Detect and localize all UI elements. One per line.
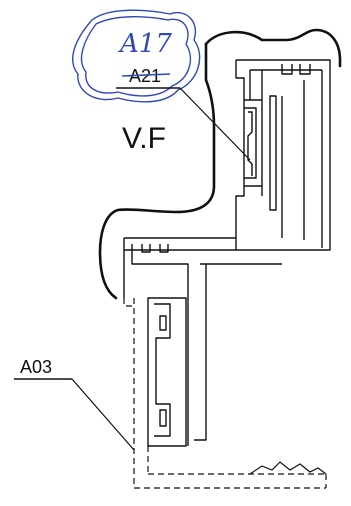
revision-cloud xyxy=(72,9,201,103)
callout-a21: A21 xyxy=(129,66,161,86)
hidden-profile-dashed xyxy=(123,298,327,489)
callout-vf: V.F xyxy=(122,122,166,155)
a03-leader-line xyxy=(71,378,135,451)
sill-detail xyxy=(249,461,327,475)
frame-outline xyxy=(98,28,342,300)
profile-body xyxy=(123,59,331,447)
callout-a03: A03 xyxy=(20,357,52,377)
a21-strike-line xyxy=(121,73,171,77)
revision-handwriting: A17 xyxy=(118,29,172,59)
